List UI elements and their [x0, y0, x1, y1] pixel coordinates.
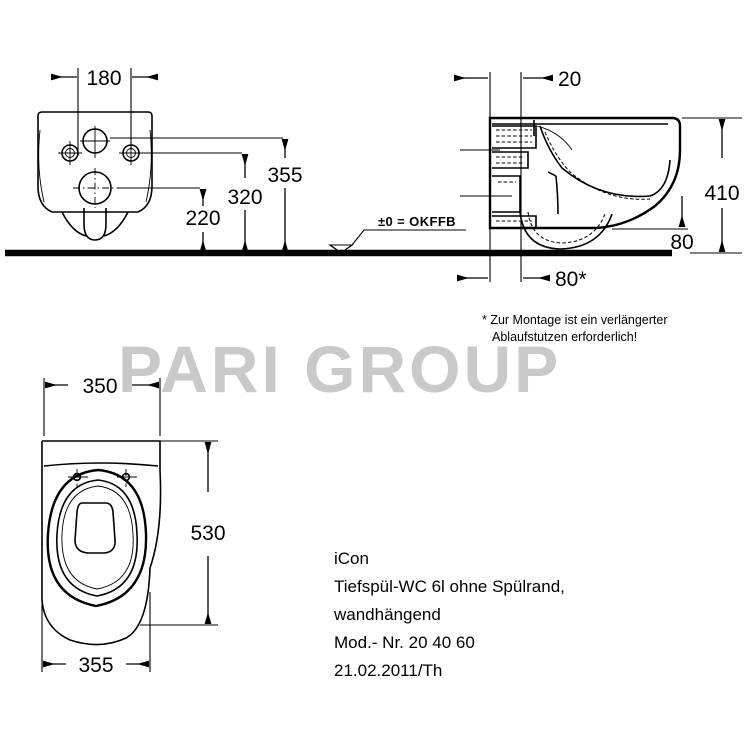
- dimension-410-label: 410: [704, 182, 739, 205]
- fixing-hole-left: [58, 141, 82, 165]
- dimension-410: 410: [682, 117, 742, 254]
- dimension-20: 20: [454, 68, 581, 91]
- plan-fixing-hole-right: [117, 469, 137, 487]
- dimension-320-label: 320: [227, 186, 262, 209]
- title-line-1: iCon: [334, 549, 369, 568]
- dimension-350: 350: [43, 375, 161, 436]
- front-elevation-view: 180 220 320 355: [37, 67, 303, 252]
- dimension-350-label: 350: [82, 375, 117, 398]
- dimension-80-label: 80: [670, 231, 693, 254]
- dimension-80-star-label: 80*: [555, 268, 587, 291]
- plan-view: 350 355 530: [41, 375, 226, 677]
- dimension-220: 220: [117, 187, 221, 252]
- plan-fixing-hole-left: [68, 469, 88, 487]
- dimension-355-plan-label: 355: [78, 654, 113, 677]
- title-line-4: Mod.- Nr. 20 40 60: [334, 633, 475, 652]
- dimension-530: 530: [140, 440, 226, 626]
- footnote-block: * Zur Montage ist ein verlängerter Ablau…: [482, 313, 668, 344]
- dimension-220-label: 220: [185, 207, 220, 230]
- dimension-80-star: 80*: [457, 268, 587, 291]
- dimension-180-label: 180: [86, 67, 121, 90]
- side-section-view: 20 80* 80 410: [454, 68, 742, 291]
- footnote-line-1: * Zur Montage ist ein verlängerter: [482, 313, 668, 327]
- dimension-320: 320: [143, 152, 263, 252]
- title-block: iCon Tiefspül-WC 6l ohne Spülrand, wandh…: [333, 549, 565, 680]
- title-line-5: 21.02.2011/Th: [334, 661, 442, 680]
- dimension-355: 355: [110, 137, 303, 252]
- flush-aperture: [80, 126, 110, 158]
- footnote-line-2: Ablaufstutzen erforderlich!: [492, 330, 637, 344]
- outlet-aperture: [73, 168, 117, 208]
- title-line-3: wandhängend: [333, 605, 441, 624]
- dimension-355-label: 355: [267, 164, 302, 187]
- dimension-530-label: 530: [190, 522, 225, 545]
- level-symbol: ±0 = OKFFB: [328, 214, 466, 254]
- dimension-20-label: 20: [558, 68, 581, 91]
- dimension-80: 80: [612, 196, 694, 254]
- level-label: ±0 = OKFFB: [378, 214, 456, 229]
- dimension-355-plan: 355: [41, 592, 151, 677]
- title-line-2: Tiefspül-WC 6l ohne Spülrand,: [334, 577, 565, 596]
- dimension-180: 180: [51, 67, 158, 150]
